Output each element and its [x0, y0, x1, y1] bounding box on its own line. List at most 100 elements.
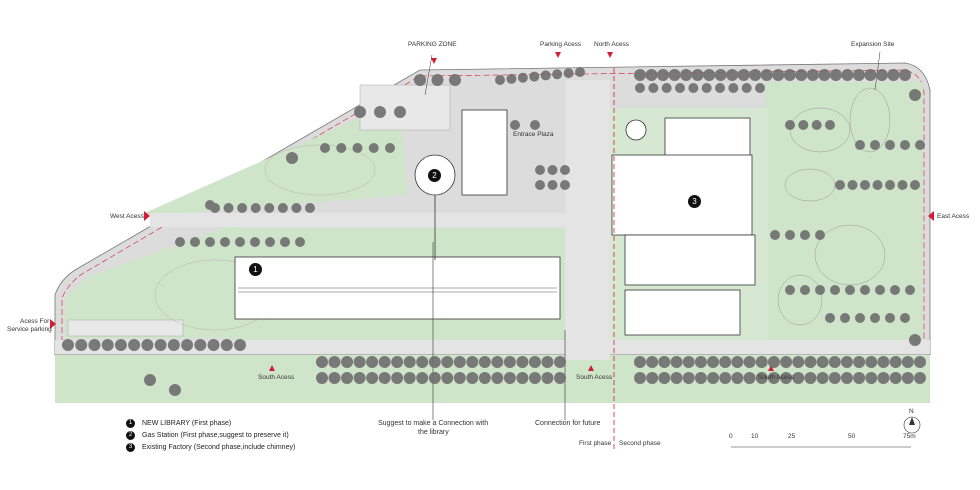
tree-icon: [767, 356, 780, 368]
tree-icon: [517, 72, 528, 83]
tree-icon: [804, 372, 817, 384]
scale-tick-label: 0: [729, 433, 733, 440]
tree-icon: [731, 372, 744, 384]
tree-icon: [374, 106, 386, 118]
south-access-label: South Acess: [258, 374, 295, 381]
tree-icon: [703, 69, 716, 81]
tree-icon: [688, 83, 699, 93]
tree-icon: [634, 69, 646, 81]
tree-icon: [530, 120, 540, 130]
parking-access-label: Parking Acess: [540, 41, 582, 48]
tree-icon: [634, 372, 646, 384]
tree-icon: [495, 75, 505, 85]
tree-icon: [560, 165, 570, 175]
suggest-label-2: the library: [418, 429, 449, 436]
tree-icon: [516, 356, 529, 368]
tree-icon: [828, 356, 841, 368]
tree-icon: [541, 356, 554, 368]
west-park: [65, 222, 240, 338]
tree-icon: [101, 339, 114, 351]
tree-icon: [800, 285, 810, 295]
tree-icon: [900, 140, 910, 150]
service-parking: [67, 319, 184, 337]
tree-icon: [668, 69, 681, 81]
tree-icon: [441, 372, 454, 384]
tree-icon: [755, 356, 768, 368]
tree-icon: [657, 69, 670, 81]
legend-text: Existing Factory (Second phase,include c…: [142, 443, 296, 451]
parking-zone-label: PARKING ZONE: [408, 41, 457, 48]
tree-icon: [715, 83, 725, 93]
service-access-label-1: Acess For: [20, 318, 50, 325]
tree-icon: [181, 339, 194, 351]
tree-icon: [719, 372, 732, 384]
tree-icon: [207, 339, 220, 351]
tree-icon: [478, 356, 491, 368]
tree-icon: [491, 356, 504, 368]
contour: [777, 274, 823, 326]
tree-icon: [785, 120, 795, 130]
tree-icon: [563, 68, 574, 79]
tree-icon: [795, 69, 808, 81]
tree-icon: [648, 83, 659, 93]
tree-icon: [205, 237, 215, 247]
tree-icon: [901, 356, 914, 368]
tree-icon: [852, 69, 865, 81]
tree-icon: [341, 372, 354, 384]
tree-icon: [391, 356, 404, 368]
access-marker: [928, 211, 934, 221]
tree-icon: [840, 313, 850, 323]
tree-icon: [900, 313, 910, 323]
tree-icon: [915, 140, 925, 150]
tree-icon: [541, 372, 554, 384]
tree-icon: [760, 69, 773, 81]
tree-icon: [701, 83, 712, 93]
tree-icon: [250, 203, 261, 213]
tree-icon: [416, 356, 429, 368]
tree-icon: [816, 372, 829, 384]
suggest-label-1: Suggest to make a Connection with: [378, 420, 489, 427]
tree-icon: [694, 372, 707, 384]
tree-icon: [378, 356, 391, 368]
tree-icon: [316, 356, 328, 368]
entrance-building: [461, 109, 508, 196]
tree-group: [62, 67, 926, 396]
tree-icon: [853, 372, 866, 384]
west-access-label: West Acess: [110, 213, 144, 220]
tree-icon: [914, 356, 926, 368]
tree-icon: [864, 69, 877, 81]
scale-tick-label: 50: [848, 433, 856, 440]
tree-icon: [815, 230, 825, 240]
tree-icon: [635, 83, 645, 93]
tree-icon: [141, 339, 154, 351]
tree-icon: [811, 120, 822, 130]
access-marker: [588, 365, 594, 371]
tree-icon: [280, 237, 290, 247]
tree-icon: [785, 230, 795, 240]
south-road: [55, 340, 930, 354]
tree-icon: [658, 356, 671, 368]
tree-icon: [914, 372, 926, 384]
factory-block: [624, 289, 741, 336]
scale-tick-label: 25: [788, 433, 796, 440]
tree-icon: [394, 106, 406, 118]
tree-icon: [368, 143, 379, 153]
access-marker: [144, 211, 150, 221]
central-road: [565, 80, 610, 360]
chimney: [625, 119, 647, 141]
tree-icon: [889, 356, 902, 368]
tree-icon: [714, 69, 727, 81]
east-access-label: East Acess: [937, 213, 970, 220]
tree-icon: [646, 356, 659, 368]
tree-icon: [316, 372, 328, 384]
tree-icon: [354, 106, 366, 118]
tree-icon: [853, 356, 866, 368]
tree-icon: [707, 372, 720, 384]
tree-icon: [707, 356, 720, 368]
scale-tick-label: 75m: [903, 433, 916, 440]
tree-icon: [890, 285, 900, 295]
tree-icon: [909, 89, 921, 101]
tree-icon: [320, 143, 330, 153]
tree-icon: [670, 372, 683, 384]
legend-text: NEW LIBRARY (First phase): [142, 419, 232, 427]
